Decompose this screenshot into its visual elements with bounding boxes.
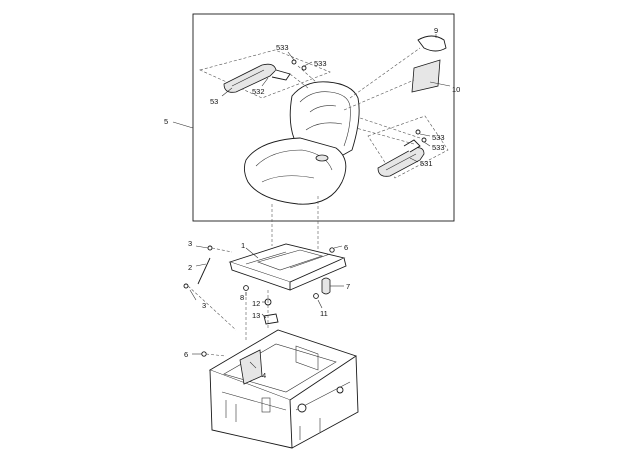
right-armrest [377, 139, 425, 177]
nut-6-bottom [201, 351, 207, 357]
callout-533-right: 533 [432, 133, 445, 142]
rod-2 [197, 257, 211, 285]
callout-53: 53 [210, 97, 218, 106]
callout-1: 1 [241, 241, 245, 250]
seat [243, 81, 360, 205]
knob-7 [321, 277, 331, 295]
seat-assembly-frame [192, 13, 455, 222]
callout-8: 8 [240, 293, 244, 302]
bolt-3-top [207, 245, 213, 251]
callout-5: 5 [164, 117, 168, 126]
right-armrest-panel [367, 115, 449, 179]
decal-10 [411, 59, 441, 93]
nut-6-top [329, 247, 335, 253]
callout-3-top: 3 [188, 239, 192, 248]
callout-12: 12 [252, 299, 260, 308]
seat-plate [228, 243, 347, 291]
seat-switch-9 [417, 35, 447, 52]
callout-9: 9 [434, 26, 438, 35]
callout-4: 4 [262, 371, 266, 380]
bolt-3-bottom [183, 283, 189, 289]
callout-532: 532 [252, 87, 265, 96]
callout-11: 11 [320, 309, 328, 318]
bolt-11 [313, 293, 319, 299]
left-armrest [223, 63, 291, 93]
callout-13: 13 [252, 311, 260, 320]
callout-6-bottom: 6 [184, 350, 188, 359]
bracket-13 [263, 313, 279, 325]
callout-531: 531 [420, 159, 433, 168]
callout-10: 10 [452, 85, 460, 94]
callout-533-top: 533 [276, 43, 289, 52]
chassis-frame [208, 329, 359, 449]
callout-2: 2 [188, 263, 192, 272]
callout-533-right-lower: 533 [432, 143, 445, 152]
callout-533-left: 533 [314, 59, 327, 68]
callout-6-top: 6 [344, 243, 348, 252]
washer-8 [243, 285, 249, 291]
callout-3-bottom: 3 [202, 301, 206, 310]
callout-7: 7 [346, 282, 350, 291]
